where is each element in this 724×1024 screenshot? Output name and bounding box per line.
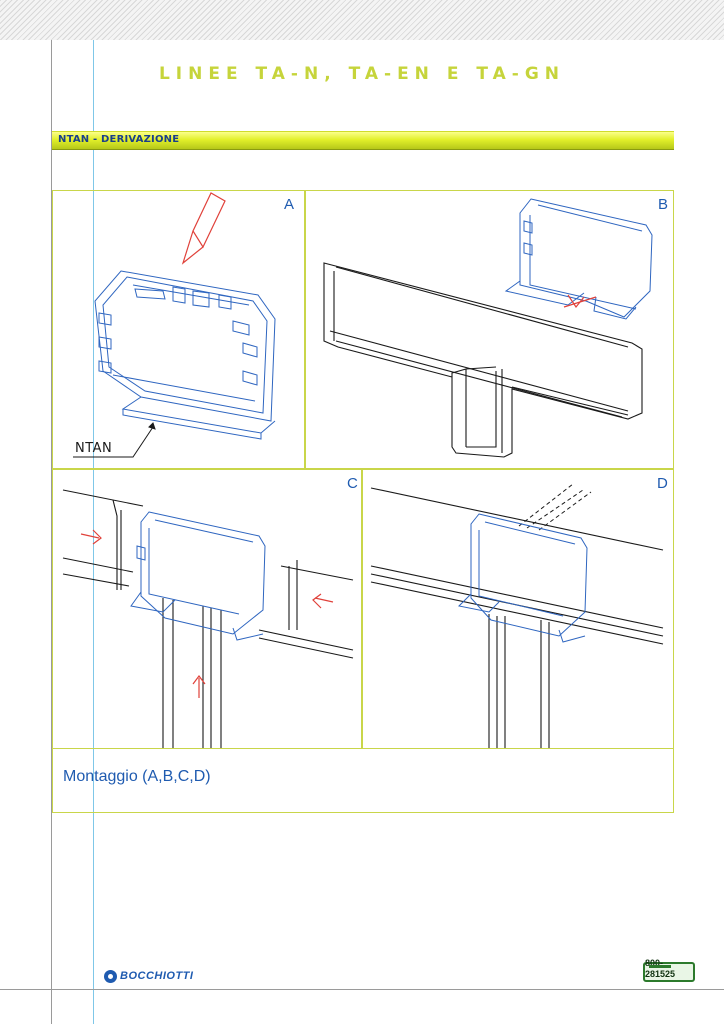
channel-tee-drawing: [323, 262, 643, 458]
ntan-leader-line: [73, 422, 156, 458]
panel-b-drawing: [323, 198, 653, 458]
phone-badge-stripe: [649, 965, 671, 968]
c-arrow-up-icon: [192, 675, 206, 698]
d-cover-drawing: [457, 513, 588, 643]
panel-d: D: [362, 469, 674, 749]
panel-c-drawing: [62, 489, 354, 748]
ntan-label: NTAN: [75, 441, 113, 456]
page-title: LINEE TA-N, TA-EN E TA-GN: [158, 64, 566, 84]
panel-d-letter: D: [657, 475, 668, 492]
b-cover-drawing: [504, 198, 653, 320]
panel-c: C: [52, 469, 362, 749]
panel-d-drawing: [370, 483, 664, 748]
c-cover-drawing: [130, 511, 266, 641]
cutter-icon: [181, 192, 226, 265]
c-arrow-right-icon: [312, 593, 334, 609]
footer-rule: [0, 989, 724, 990]
d-dashed-guide: [518, 483, 592, 531]
logo-mark-icon: [104, 969, 117, 983]
c-arrow-left-icon: [80, 529, 102, 545]
channel-d-drawing: [370, 487, 664, 748]
panel-a-drawing: [73, 192, 276, 458]
caption: Montaggio (A,B,C,D): [63, 768, 211, 785]
panel-b: B: [305, 190, 674, 469]
margin-line-blue: [93, 40, 94, 1024]
b-push-arrow-icon: [563, 294, 597, 309]
channel-c-drawing: [62, 489, 354, 748]
phone-number: 800-281525: [645, 958, 676, 979]
ntan-cover-drawing: [94, 270, 276, 440]
panel-a-letter: A: [284, 196, 295, 213]
panel-b-letter: B: [658, 196, 669, 213]
brand-name: BOCCHIOTTI: [120, 970, 194, 982]
header-hatch-band: [0, 0, 724, 40]
section-title: NTAN - DERIVAZIONE: [58, 134, 180, 145]
panel-a: A NTAN: [52, 190, 305, 469]
phone-badge-icon: 800-281525: [643, 958, 695, 982]
panel-c-letter: C: [347, 475, 358, 492]
section-bar: NTAN - DERIVAZIONE: [52, 131, 674, 150]
bocchiotti-logo-icon: BOCCHIOTTI: [104, 968, 193, 984]
margin-line-gray: [51, 40, 52, 1024]
